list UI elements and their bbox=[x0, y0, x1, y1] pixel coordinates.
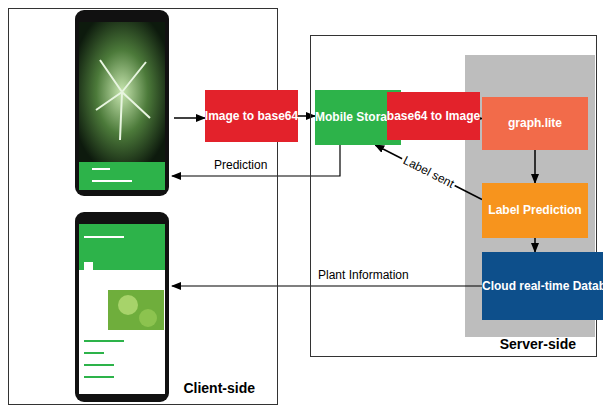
flow-label: Plant Information bbox=[318, 268, 409, 282]
model-box: graph.lite bbox=[482, 97, 588, 150]
process-box: base64 to Image bbox=[387, 92, 480, 140]
plant-info-arrow bbox=[172, 285, 482, 286]
flow-label: Prediction bbox=[214, 158, 267, 172]
panel-title: Server-side bbox=[500, 336, 576, 352]
flow-arrow bbox=[534, 150, 536, 183]
panel-title: Client-side bbox=[183, 380, 255, 396]
database-box: Cloud real-time Database bbox=[482, 252, 603, 320]
input-arrow bbox=[174, 117, 205, 119]
side-panel: Client-sideImage to base64 bbox=[8, 8, 278, 405]
prediction-arrow bbox=[172, 145, 340, 176]
box-label: Cloud real-time Database bbox=[482, 279, 603, 293]
flow-arrow bbox=[298, 115, 315, 117]
box-label: Image to base64 bbox=[205, 109, 298, 123]
edge-label: Label sent bbox=[399, 153, 458, 192]
box-label: Label Prediction bbox=[488, 203, 581, 217]
phone-bottom bbox=[75, 212, 169, 402]
phone-top bbox=[75, 10, 169, 196]
box-label: graph.lite bbox=[508, 116, 562, 130]
box-label: base64 to Image bbox=[387, 109, 480, 123]
flow-arrow bbox=[534, 238, 536, 252]
process-box: Label Prediction bbox=[482, 183, 588, 238]
flow-arrow bbox=[375, 145, 482, 200]
side-panel: Server-sideMobile Storagebase64 to Image… bbox=[310, 35, 597, 357]
process-box: Image to base64 bbox=[205, 90, 298, 142]
